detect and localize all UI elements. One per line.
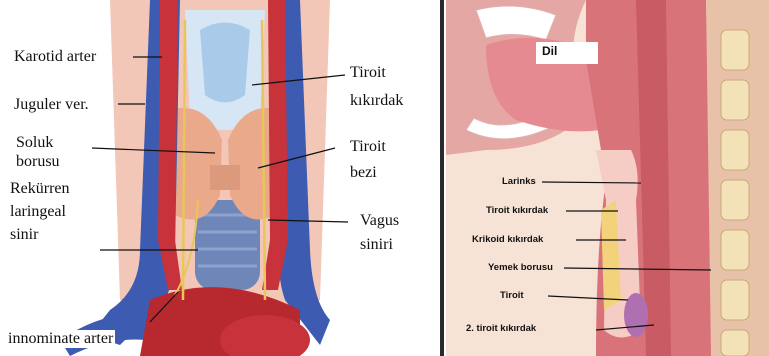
- label-2-tiroit-kikirdak: 2. tiroit kıkırdak: [466, 324, 536, 334]
- label-tiroit-kikirdak: Tiroit kıkırdak: [486, 206, 548, 216]
- label-rekurren-line3: sinir: [8, 226, 40, 244]
- label-soluk-line1: Soluk: [16, 134, 53, 152]
- thyroid-cartilage-shape: [200, 23, 250, 103]
- label-vagus-line1: Vagus: [358, 212, 401, 230]
- panel-divider: [440, 0, 444, 356]
- upper-teeth: [476, 6, 556, 40]
- label-tiroit-kikirdak-line1: Tiroit: [348, 64, 388, 82]
- sagittal-anatomy-panel: Dil Larinks Tiroit kıkırdak Krikoid kıkı…: [446, 0, 769, 356]
- label-tiroit-kikirdak-line2: kıkırdak: [348, 92, 405, 110]
- label-rekurren-line1: Rekürren: [8, 180, 72, 198]
- label-yemek-borusu: Yemek borusu: [488, 263, 553, 273]
- sagittal-head-neck-illustration: [446, 0, 769, 356]
- neck-anatomy-panel: Karotid arter Juguler ver. Soluk borusu …: [0, 0, 438, 356]
- label-vagus-line2: siniri: [358, 236, 395, 254]
- label-juguler-ven: Juguler ver.: [12, 96, 91, 114]
- label-tiroit-bezi-line2: bezi: [348, 164, 379, 182]
- label-dil: Dil: [542, 45, 557, 58]
- label-rekurren-line2: laringeal: [8, 203, 68, 221]
- label-tiroit: Tiroit: [500, 291, 524, 301]
- label-innominate-arter: innominate arter: [6, 330, 115, 348]
- label-tiroit-bezi-line1: Tiroit: [348, 138, 388, 156]
- label-larinks: Larinks: [502, 177, 536, 187]
- label-krikoid-kikirdak: Krikoid kıkırdak: [472, 235, 543, 245]
- label-soluk-line2: borusu: [16, 153, 60, 171]
- thyroid-isthmus: [210, 165, 240, 190]
- label-karotid-arter: Karotid arter: [12, 48, 98, 66]
